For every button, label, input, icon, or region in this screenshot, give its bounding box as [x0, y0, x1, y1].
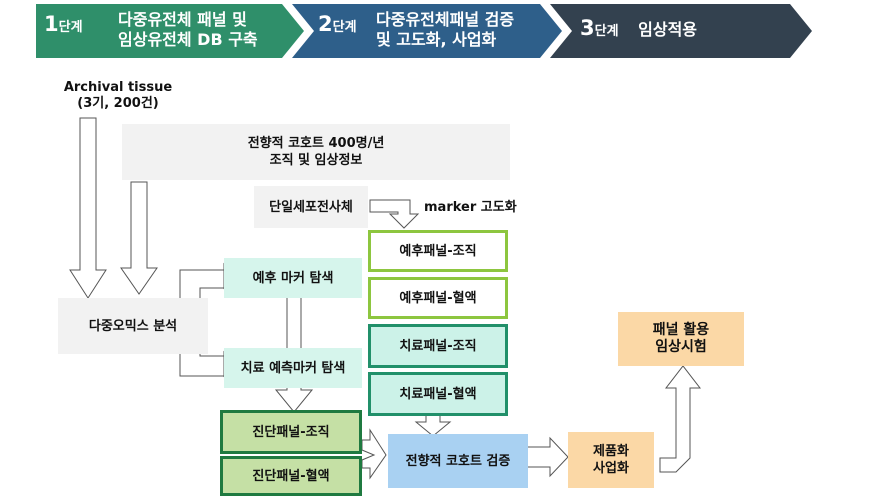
arrow-singlecell-bend: [369, 199, 420, 229]
marker-upgrade-label: marker 고도화: [424, 200, 517, 215]
arrow-dx-to-prosp: [361, 428, 387, 480]
stage-banner: 1단계 다중유전체 패널 및 임상유전체 DB 구축 2단계 다중유전체패널 검…: [0, 0, 876, 62]
clinical-line1: 패널 활용: [652, 322, 710, 338]
stage-2-label: 2단계: [318, 14, 363, 38]
productization: 제품화 사업화: [568, 432, 654, 488]
clinical-trial: 패널 활용 임상시험: [618, 312, 744, 366]
treatment-panel-blood: 치료패널-혈액: [368, 372, 508, 416]
diagnostic-panel-tissue: 진단패널-조직: [220, 410, 362, 454]
cohort-line2: 조직 및 임상정보: [269, 153, 363, 168]
product-line1: 제품화: [593, 444, 629, 459]
stage-3-chevron: [550, 4, 812, 58]
stage-2-num: 2: [318, 12, 333, 36]
archival-line2: (3기, 200건): [77, 96, 159, 111]
stage-1-title-line2: 임상유전체 DB 구축: [118, 30, 258, 49]
stage-2-chevron: [292, 4, 562, 58]
stage-3-num: 3: [580, 16, 595, 40]
stage-1-label: 1단계: [44, 14, 89, 38]
product-line2: 사업화: [593, 461, 629, 476]
archival-line1: Archival tissue: [63, 80, 173, 95]
stage-2-title-line1: 다중유전체패널 검증: [376, 10, 515, 29]
archival-tissue: Archival tissue (3기, 200건): [62, 80, 174, 112]
single-cell-transcriptome: 단일세포전사체: [254, 186, 368, 228]
stage-1-chevron: [36, 4, 304, 58]
stage-3-label: 3단계 임상적용: [580, 18, 697, 42]
stage-1-num: 1: [44, 12, 59, 36]
clinical-line2: 임상시험: [655, 339, 707, 355]
treatment-marker-discovery: 치료 예측마커 탐색: [224, 348, 362, 388]
treatment-panel-tissue: 치료패널-조직: [368, 324, 508, 368]
stage-3-unit: 단계: [594, 24, 619, 39]
arrow-archival-down: [69, 117, 107, 299]
prognostic-panel-tissue: 예후패널-조직: [368, 230, 508, 272]
prognostic-panel-blood: 예후패널-혈액: [368, 277, 508, 319]
stage-1-title: 다중유전체 패널 및 임상유전체 DB 구축: [118, 10, 258, 50]
prognostic-marker-discovery: 예후 마커 탐색: [224, 258, 362, 298]
arrow-product-to-clinical: [659, 365, 702, 473]
stage-2-title: 다중유전체패널 검증 및 고도화, 사업화: [376, 10, 514, 50]
diagnostic-panel-blood: 진단패널-혈액: [220, 456, 362, 496]
stage-3-title: 임상적용: [638, 20, 698, 39]
prospective-cohort-source: 전향적 코호트 400명/년 조직 및 임상정보: [122, 124, 510, 180]
stage-1-unit: 단계: [58, 20, 83, 35]
arrow-cohort-down: [120, 181, 158, 295]
multiomics-analysis: 다중오믹스 분석: [58, 298, 208, 354]
prospective-cohort-validation: 전향적 코호트 검증: [388, 434, 528, 488]
stage-2-title-line2: 및 고도화, 사업화: [376, 30, 497, 49]
stage-chevrons: [36, 4, 812, 58]
stage-1-title-line1: 다중유전체 패널 및: [118, 10, 247, 29]
arrow-treat-to-prosp: [414, 413, 452, 437]
cohort-line1: 전향적 코호트 400명/년: [247, 136, 385, 151]
stage-2-unit: 단계: [332, 20, 357, 35]
